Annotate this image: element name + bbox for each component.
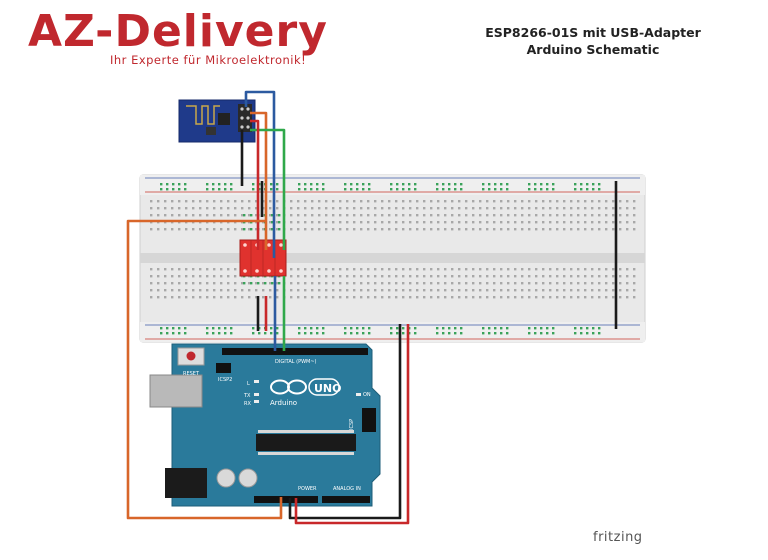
icsp-header <box>362 408 376 432</box>
power-label: POWER <box>298 486 317 492</box>
analog-label: ANALOG IN <box>333 486 361 492</box>
led-label-rx: RX <box>244 401 251 407</box>
title-line-2: Arduino Schematic <box>526 42 660 57</box>
arduino-logo: UNO Arduino <box>270 378 342 407</box>
wire-blue-esp <box>244 90 276 258</box>
wire-red-5v <box>294 324 410 525</box>
arduino-uno-board: RESET ICSP2 DIGITAL (PWM~) UNO Arduino L… <box>149 343 381 507</box>
esp8266-module <box>178 99 256 143</box>
wires <box>126 90 618 525</box>
icsp1-label: ICSP <box>349 419 355 430</box>
on-label: ON <box>363 392 371 398</box>
led-label-tx: TX <box>243 393 251 399</box>
logo-brand: AZ-Delivery <box>28 6 328 57</box>
wire-red-esp <box>250 119 260 250</box>
digital-header <box>222 348 368 355</box>
schematic-title: ESP8266-01S mit USB-Adapter Arduino Sche… <box>458 24 728 58</box>
reset-label: RESET <box>183 371 200 377</box>
fritzing-watermark: fritzing <box>593 530 643 545</box>
arduino-brand: Arduino <box>270 399 297 407</box>
level-shifter-module <box>239 239 287 277</box>
usb-connector <box>149 374 203 408</box>
wire-black-gnd <box>288 324 402 520</box>
icsp2-label: ICSP2 <box>218 377 232 383</box>
digital-label: DIGITAL (PWM~) <box>275 359 317 365</box>
breadboard <box>139 174 646 343</box>
wire-orange-esp <box>250 111 268 250</box>
analog-header <box>322 496 370 503</box>
power-header <box>254 496 318 503</box>
title-line-1: ESP8266-01S mit USB-Adapter <box>485 25 701 40</box>
az-delivery-logo: AZ-Delivery Ihr Experte für Mikroelektro… <box>28 8 348 72</box>
uno-text: UNO <box>314 382 342 395</box>
logo-tagline: Ihr Experte für Mikroelektronik! <box>110 53 307 67</box>
power-jack <box>165 468 207 498</box>
led-label-l: L <box>247 381 250 387</box>
atmega-chip <box>256 434 356 451</box>
wire-orange-long <box>126 219 283 520</box>
wire-green-esp <box>250 128 286 250</box>
